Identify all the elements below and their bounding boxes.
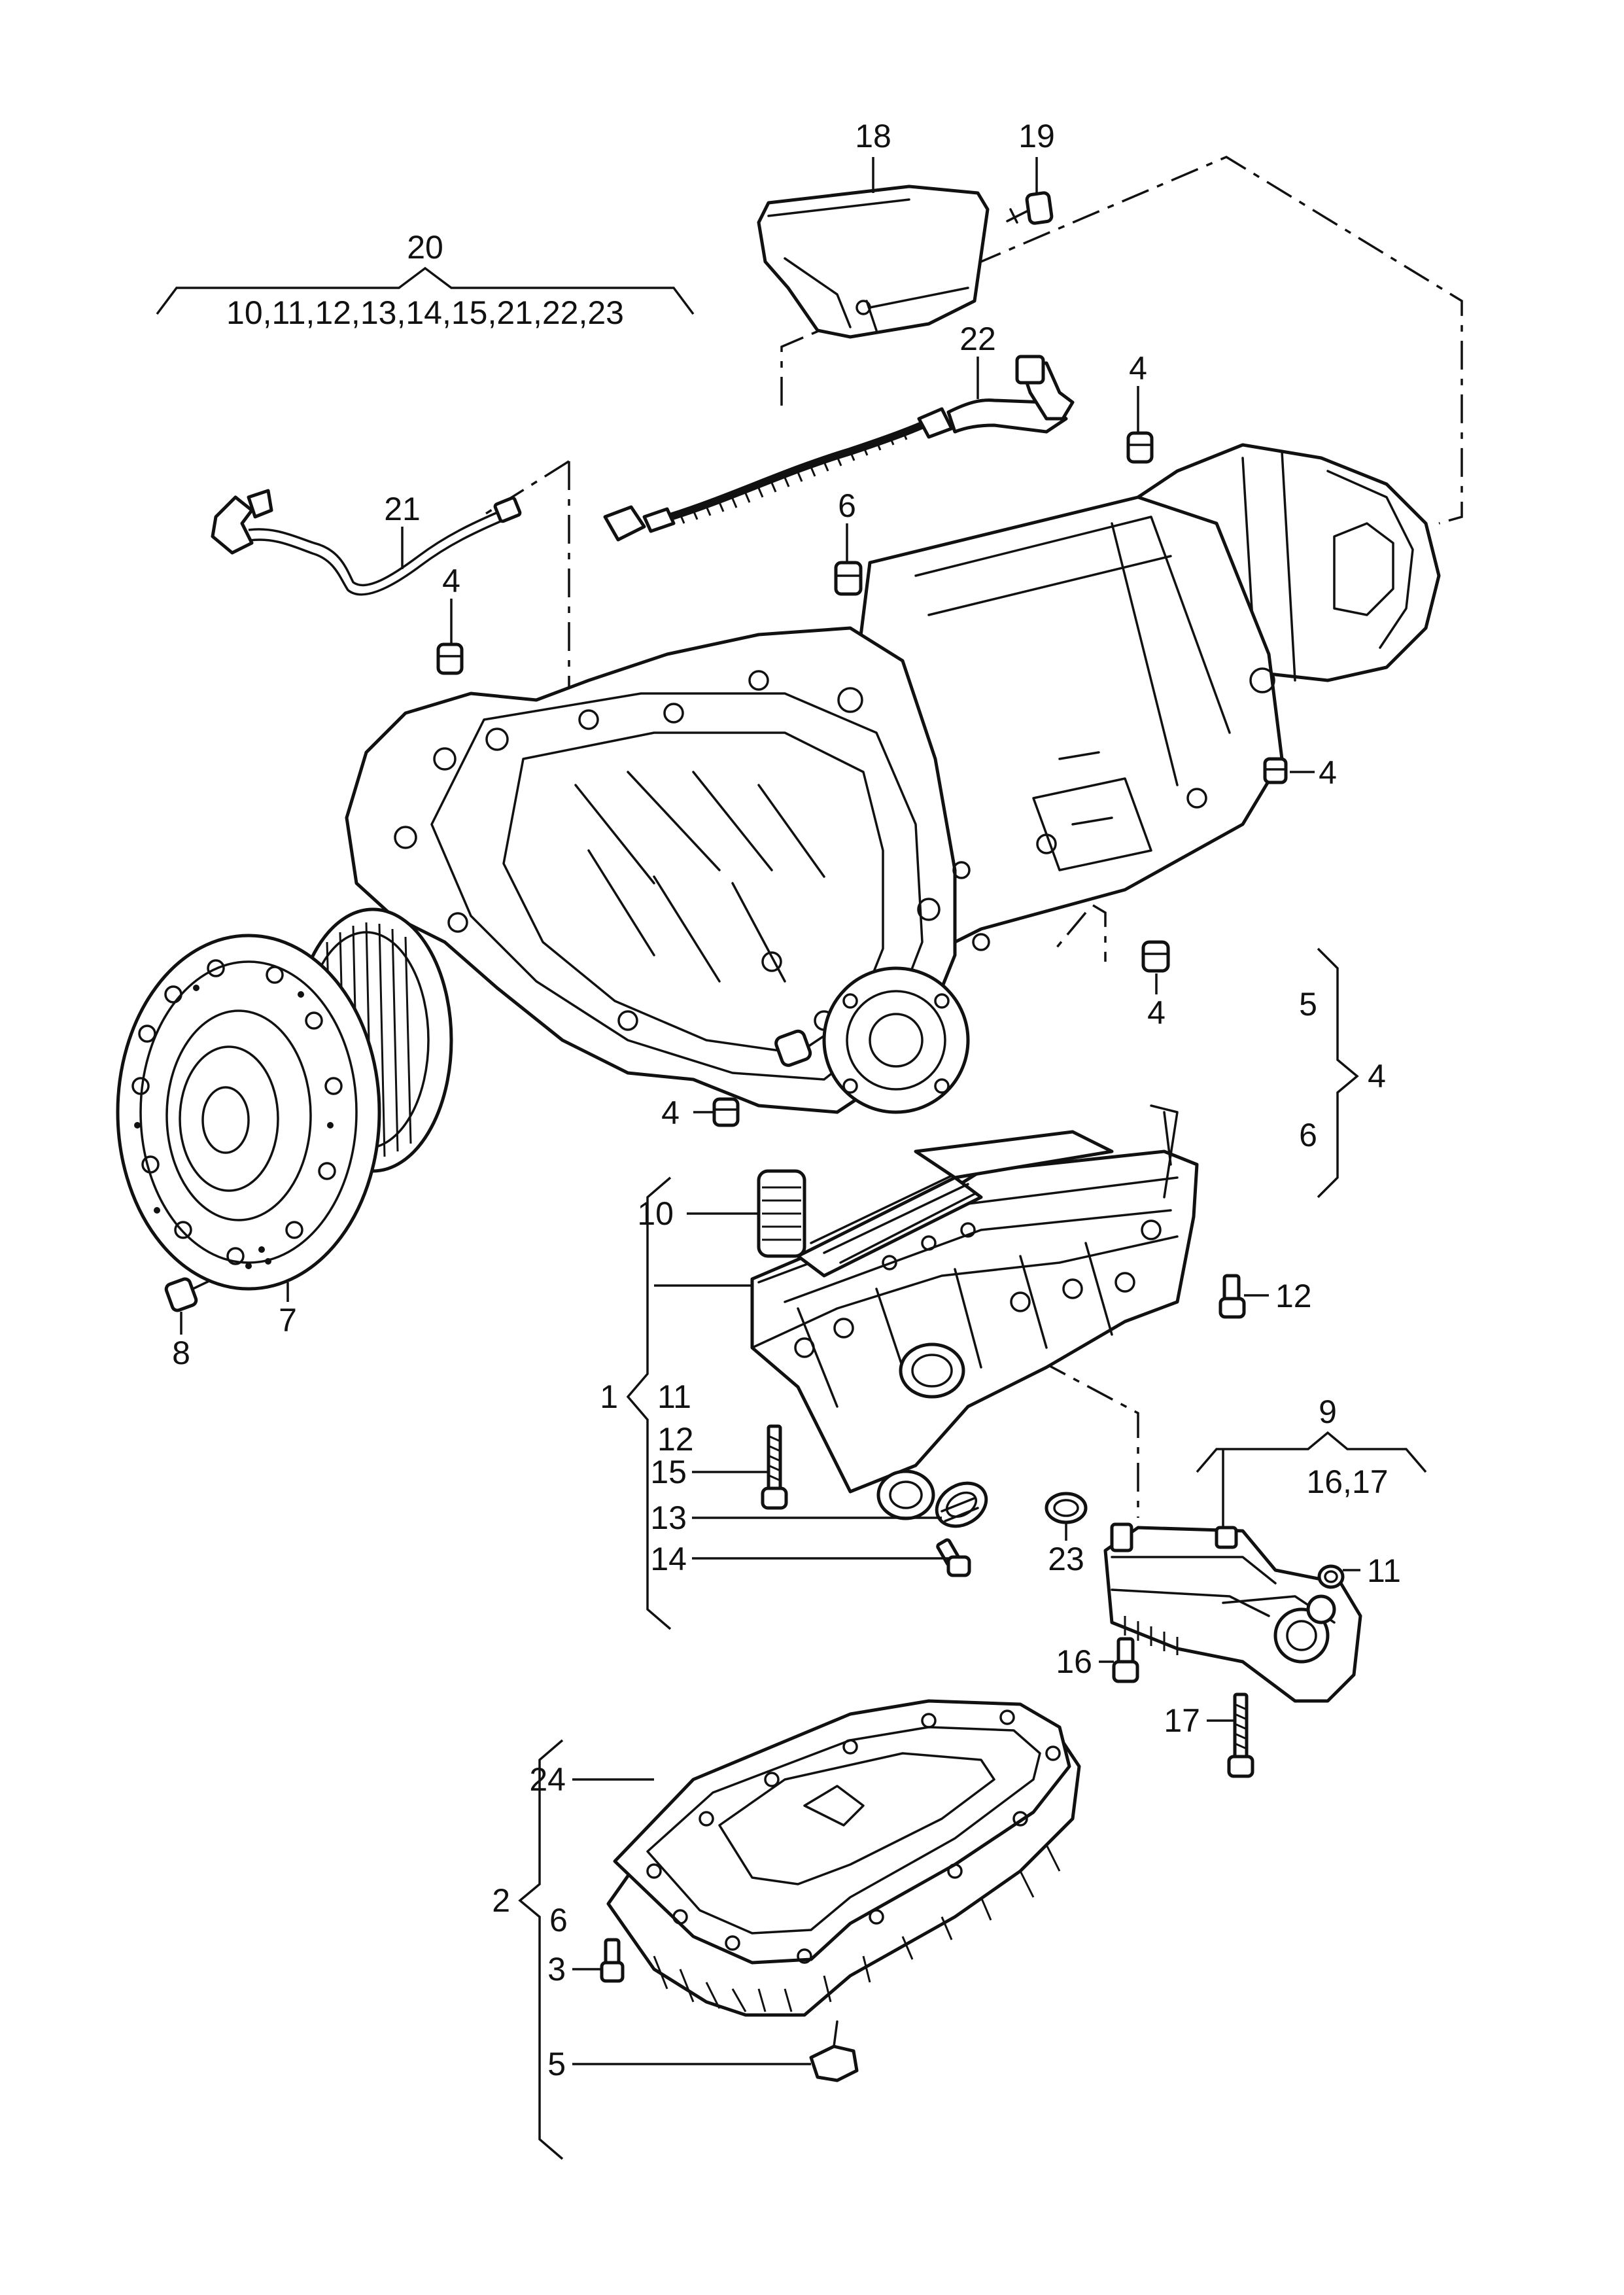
- callout-21: 21: [384, 491, 421, 527]
- callout-4-bottom-right: 4: [1147, 994, 1166, 1031]
- cover-part-18: [757, 184, 990, 339]
- plug-part-4-b: [436, 642, 464, 675]
- leader-lines: [180, 157, 1360, 2065]
- callout-4-top-right: 4: [1129, 350, 1147, 387]
- callout-4-bottom: 4: [661, 1095, 680, 1131]
- wiring-harness-part-22: [603, 355, 1075, 542]
- callout-4-brace: 4: [1368, 1058, 1386, 1095]
- screw-part-14: [936, 1538, 971, 1577]
- callout-14: 14: [650, 1541, 687, 1577]
- plug-part-4-c: [1263, 757, 1288, 784]
- torque-converter-part-7: [116, 907, 453, 1291]
- mechatronic-module-part-9: [1103, 1522, 1362, 1703]
- valve-body-part-1: [750, 1104, 1199, 1520]
- spring-clip-part-13: [935, 1481, 988, 1528]
- callout-7: 7: [279, 1302, 297, 1339]
- o-ring-part-11: [1317, 1564, 1345, 1589]
- sensor-part-21: [211, 489, 522, 596]
- bolt-part-8: [164, 1277, 211, 1312]
- callout-4-left: 4: [442, 563, 460, 599]
- callout-16: 16: [1056, 1643, 1092, 1680]
- bolt-part-17: [1227, 1692, 1254, 1778]
- callout-15: 15: [650, 1454, 687, 1490]
- callout-5: 5: [547, 2046, 566, 2082]
- plug-part-4-e: [712, 1097, 740, 1127]
- callout-17: 17: [1164, 1702, 1200, 1739]
- callout-10: 10: [637, 1195, 674, 1232]
- plug-part-4-d: [1141, 940, 1170, 973]
- callout-23: 23: [1048, 1541, 1084, 1577]
- callout-13: 13: [650, 1499, 687, 1536]
- callout-2: 2: [492, 1882, 510, 1919]
- callout-labels: 18 19 20 10,11,12,13,14,15,21,22,23 22 2…: [172, 118, 1401, 2082]
- callout-18: 18: [855, 118, 891, 154]
- callout-20: 20: [407, 229, 443, 266]
- callout-11-right: 11: [1367, 1552, 1401, 1589]
- callout-6-brace-pan: 6: [549, 1902, 568, 1938]
- oil-pan-part-2: [606, 1699, 1081, 2017]
- drain-plug-part-5: [809, 2020, 859, 2082]
- callout-1: 1: [600, 1378, 618, 1415]
- callout-19: 19: [1018, 118, 1055, 154]
- callout-24: 24: [529, 1761, 566, 1798]
- screw-part-16: [1112, 1637, 1139, 1683]
- callout-12-brace: 12: [657, 1421, 694, 1458]
- callout-5-brace: 5: [1299, 986, 1317, 1023]
- spring-part-10: [757, 1169, 806, 1258]
- callout-16-17: 16,17: [1306, 1463, 1388, 1500]
- callout-3: 3: [547, 1951, 566, 1988]
- callout-8: 8: [172, 1335, 190, 1371]
- callout-20-list: 10,11,12,13,14,15,21,22,23: [226, 294, 624, 331]
- o-ring-part-23: [1045, 1492, 1088, 1524]
- callout-22: 22: [959, 321, 996, 357]
- plug-part-6-a: [834, 561, 863, 596]
- screw-part-19: [1006, 191, 1054, 225]
- callout-12-right: 12: [1275, 1278, 1312, 1314]
- braces: [156, 266, 1427, 2160]
- callout-6-brace: 6: [1299, 1117, 1317, 1153]
- callout-11-brace: 11: [657, 1378, 691, 1415]
- transmission-housing: [345, 443, 1441, 1114]
- callout-9: 9: [1319, 1393, 1337, 1430]
- callout-4-right: 4: [1319, 754, 1337, 791]
- plug-part-4-a: [1126, 431, 1154, 464]
- screw-part-3: [600, 1938, 625, 1983]
- callout-6-top: 6: [838, 487, 856, 524]
- screw-part-12: [1218, 1274, 1246, 1319]
- bolt-part-15: [761, 1424, 788, 1510]
